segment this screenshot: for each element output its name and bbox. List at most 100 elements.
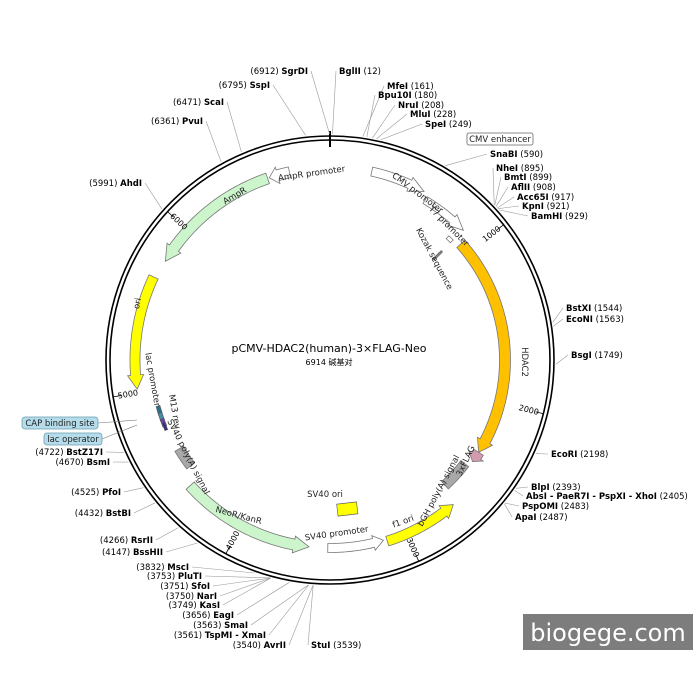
- cap-binding-site-leader: [97, 419, 138, 424]
- site-name: BmtI: [504, 173, 527, 183]
- lac-operator-feature: [161, 421, 169, 432]
- site-label: (3751) SfoI: [160, 582, 210, 592]
- site-leader: [497, 205, 520, 209]
- site-position: (4147): [102, 548, 133, 558]
- lac-operator-label-box: lac operator: [43, 432, 103, 446]
- site-bglii: BglII (12): [339, 67, 381, 77]
- site-leader: [553, 318, 564, 327]
- site-bamhi: BamHI (929): [531, 212, 588, 222]
- site-name: BssHII: [133, 548, 163, 558]
- tick-label-1000: 1000: [481, 224, 503, 244]
- site-label: SnaBI (590): [490, 150, 543, 160]
- site-leader: [250, 584, 309, 626]
- site-position: (1544): [591, 304, 622, 314]
- site-name: Acc65I: [517, 193, 549, 203]
- site-label: BglII (12): [339, 67, 381, 77]
- site-snabi: SnaBI (590): [490, 150, 543, 160]
- site-msci: (3832) MscI: [136, 563, 189, 573]
- site-leader: [212, 577, 271, 587]
- site-name: AhdI: [120, 179, 142, 189]
- site-label: (3832) MscI: [136, 563, 189, 573]
- site-scai: (6471) ScaI: [173, 98, 224, 108]
- site-label: AbsI - PaeR7I - PspXI - XhoI (2405): [526, 492, 688, 502]
- site-position: (895): [518, 164, 544, 174]
- sv40-poly-a-signal-feature: [174, 445, 196, 470]
- site-name: ApaI: [515, 513, 537, 523]
- site-name: SmaI: [224, 621, 248, 631]
- site-position: (6795): [219, 81, 250, 91]
- site-name: EcoRI: [551, 450, 577, 460]
- site-name: Bpu10I: [378, 91, 412, 101]
- site-leader: [236, 582, 290, 616]
- site-name: PspOMI: [522, 502, 558, 512]
- site-label: (3656) EagI: [182, 611, 234, 621]
- site-eagi: (3656) EagI: [182, 611, 234, 621]
- site-blpi: BlpI (2393): [531, 483, 581, 493]
- site-leader: [495, 186, 509, 207]
- bgh-poly-a-signal-feature: [440, 460, 470, 490]
- site-leader: [372, 104, 396, 139]
- site-leader: [445, 153, 488, 167]
- site-aflii: AflII (908): [511, 183, 556, 193]
- site-label: (3749) KasI: [168, 601, 220, 611]
- site-name: TspMI - XmaI: [205, 631, 266, 641]
- site-name: SfoI: [191, 582, 210, 592]
- site-position: (6361): [151, 117, 182, 127]
- site-label: NruI (208): [398, 101, 444, 111]
- site-pvui: (6361) PvuI: [151, 117, 203, 127]
- site-bsmi: (4670) BsmI: [55, 458, 110, 468]
- site-name: BamHI: [531, 212, 562, 222]
- site-bmti: BmtI (899): [504, 173, 552, 183]
- site-label: (4432) BstBI: [75, 509, 131, 519]
- site-kpni: KpnI (921): [522, 202, 569, 212]
- site-name: EcoNI: [566, 315, 593, 325]
- site-mlui: MluI (228): [410, 110, 456, 120]
- sv40-promoter-feature: [327, 534, 385, 553]
- site-label: (4525) PfoI: [71, 488, 121, 498]
- site-leader: [222, 577, 271, 606]
- site-bpu10i: Bpu10I (180): [378, 91, 437, 101]
- site-name: NheI: [496, 164, 518, 174]
- lac-promoter-label: lac promoter: [142, 352, 161, 408]
- tick-label-2000: 2000: [518, 403, 540, 417]
- site-name: PfoI: [102, 488, 121, 498]
- site-label: (6361) PvuI: [151, 117, 203, 127]
- site-label: StuI (3539): [311, 641, 361, 651]
- site-position: (2393): [550, 483, 581, 493]
- site-label: BamHI (929): [531, 212, 588, 222]
- site-label: (6795) SspI: [219, 81, 270, 91]
- site-label: KpnI (921): [522, 202, 569, 212]
- site-leader: [307, 585, 314, 646]
- hdac2-label: HDAC2: [519, 347, 529, 377]
- site-position: (1749): [592, 351, 623, 361]
- site-position: (3832): [136, 563, 167, 573]
- site-label: AflII (908): [511, 183, 556, 193]
- tick-mark-5000: [113, 395, 122, 398]
- site-leader: [219, 577, 271, 597]
- site-position: (228): [431, 110, 457, 120]
- site-label: EcoRI (2198): [551, 450, 608, 460]
- site-label: (5991) AhdI: [89, 179, 142, 189]
- site-leader: [376, 113, 408, 140]
- site-position: (3539): [330, 641, 361, 651]
- 3xflag-feature: [468, 448, 485, 463]
- site-position: (208): [419, 101, 445, 111]
- t7-promoter-label: T7 promoter: [426, 204, 471, 249]
- site-label: (3540) AvrII: [233, 641, 286, 651]
- cap-binding-site-label: CAP binding site: [25, 419, 94, 429]
- site-leader: [492, 167, 495, 205]
- site-leader: [555, 354, 569, 365]
- t7-promoter-feature: [445, 235, 454, 244]
- site-leader: [504, 503, 513, 518]
- site-bsgi: BsgI (1749): [571, 351, 623, 361]
- site-sspi: (6795) SspI: [219, 81, 270, 91]
- site-label: (4670) BsmI: [55, 458, 110, 468]
- site-position: (908): [530, 183, 556, 193]
- tick-label-3000: 3000: [404, 536, 420, 558]
- tick-mark-6000: [167, 211, 174, 218]
- site-kasi: (3749) KasI: [168, 601, 220, 611]
- tick-mark-4000: [225, 546, 230, 554]
- site-avrii: (3540) AvrII: [233, 641, 286, 651]
- ori-label: ori: [132, 297, 144, 310]
- site-position: (161): [408, 82, 434, 92]
